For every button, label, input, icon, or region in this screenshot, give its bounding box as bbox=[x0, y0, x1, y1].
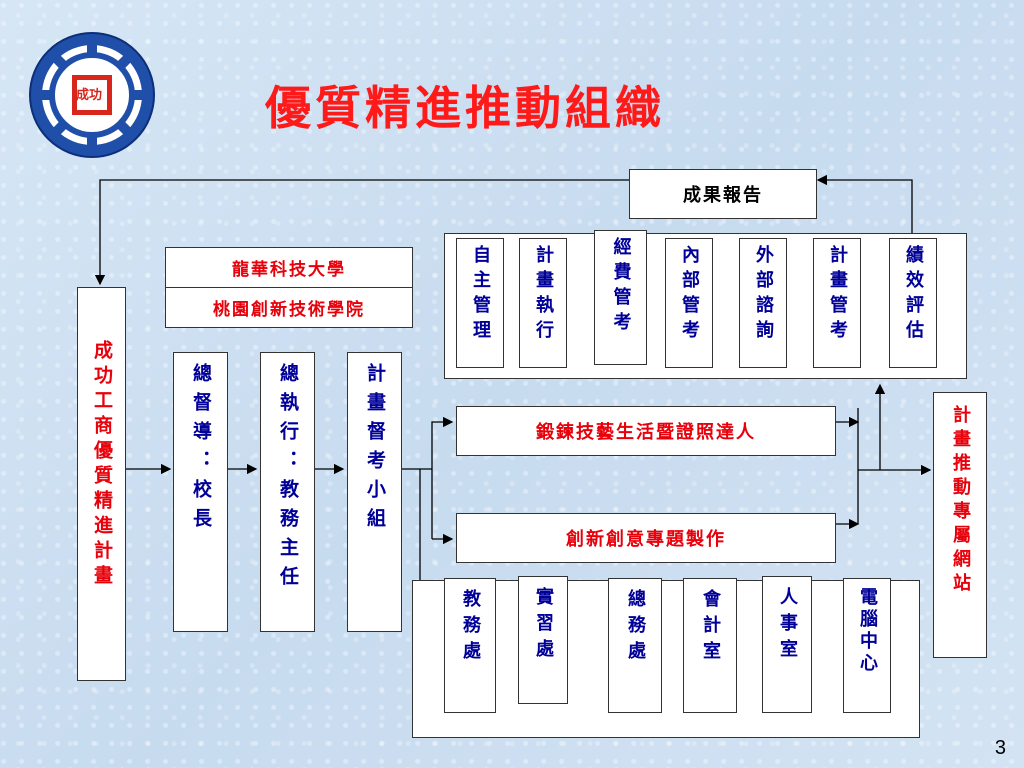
website-label: 計畫推動專屬網站 bbox=[950, 405, 971, 597]
top-item-plan-execution: 計畫執行 bbox=[519, 238, 567, 368]
executor-box: 總執行：教務主任 bbox=[260, 352, 315, 632]
bottom-item-label: 人事室 bbox=[777, 587, 798, 665]
bottom-item-label: 實習處 bbox=[533, 587, 554, 665]
report-box-label: 成果報告 bbox=[683, 185, 763, 206]
page-number: 3 bbox=[994, 737, 1006, 759]
top-item-self-management: 自主管理 bbox=[456, 238, 504, 368]
website-box: 計畫推動專屬網站 bbox=[933, 392, 987, 658]
bottom-item-internship: 實習處 bbox=[518, 576, 568, 704]
top-item-label: 外部諮詢 bbox=[753, 245, 774, 345]
bottom-item-label: 總務處 bbox=[625, 589, 646, 667]
university-line-2: 桃園創新技術學院 bbox=[213, 300, 365, 320]
bottom-item-personnel: 人事室 bbox=[762, 576, 812, 713]
logo-center-text: 成功 bbox=[76, 88, 103, 103]
top-item-label: 自主管理 bbox=[470, 245, 491, 345]
page-title: 優質精進推動組織 bbox=[265, 81, 665, 135]
committee-label: 計畫督考小組 bbox=[364, 363, 386, 537]
university-box-2: 桃園創新技術學院 bbox=[165, 287, 413, 328]
top-item-label: 內部管考 bbox=[679, 245, 700, 345]
top-item-label: 績效評估 bbox=[903, 245, 924, 345]
bottom-group-container bbox=[412, 580, 920, 738]
bottom-item-label: 教務處 bbox=[460, 589, 481, 667]
main-plan-label: 成功工商優質精進計畫 bbox=[91, 340, 113, 590]
project-skills-box: 鍛鍊技藝生活暨證照達人 bbox=[456, 406, 836, 456]
project-innovation-box: 創新創意專題製作 bbox=[456, 513, 836, 563]
top-item-internal-review: 內部管考 bbox=[665, 238, 713, 368]
committee-box: 計畫督考小組 bbox=[347, 352, 402, 632]
school-logo: 成功 bbox=[27, 30, 157, 160]
top-item-budget-review: 經費管考 bbox=[594, 230, 647, 365]
top-item-external-consult: 外部諮詢 bbox=[739, 238, 787, 368]
top-item-performance-eval: 績效評估 bbox=[889, 238, 937, 368]
report-box: 成果報告 bbox=[629, 169, 817, 219]
top-item-label: 計畫管考 bbox=[827, 245, 848, 345]
bottom-item-computer-center: 電腦中心 bbox=[843, 578, 891, 713]
top-item-plan-review: 計畫管考 bbox=[813, 238, 861, 368]
executor-label: 總執行：教務主任 bbox=[277, 363, 299, 595]
top-item-label: 經費管考 bbox=[610, 237, 632, 337]
university-box-1: 龍華科技大學 bbox=[165, 247, 413, 288]
project-innovation-label: 創新創意專題製作 bbox=[566, 529, 726, 550]
project-skills-label: 鍛鍊技藝生活暨證照達人 bbox=[536, 422, 756, 443]
bottom-item-accounting: 會計室 bbox=[683, 578, 737, 713]
bottom-item-label: 會計室 bbox=[700, 589, 721, 667]
main-plan-box: 成功工商優質精進計畫 bbox=[77, 287, 126, 681]
supervisor-box: 總督導：校長 bbox=[173, 352, 228, 632]
bottom-item-academic-affairs: 教務處 bbox=[444, 578, 496, 713]
top-item-label: 計畫執行 bbox=[533, 245, 554, 345]
supervisor-label: 總督導：校長 bbox=[190, 363, 212, 537]
bottom-item-label: 電腦中心 bbox=[857, 587, 878, 675]
university-line-1: 龍華科技大學 bbox=[232, 260, 346, 280]
bottom-item-general-affairs: 總務處 bbox=[608, 578, 662, 713]
